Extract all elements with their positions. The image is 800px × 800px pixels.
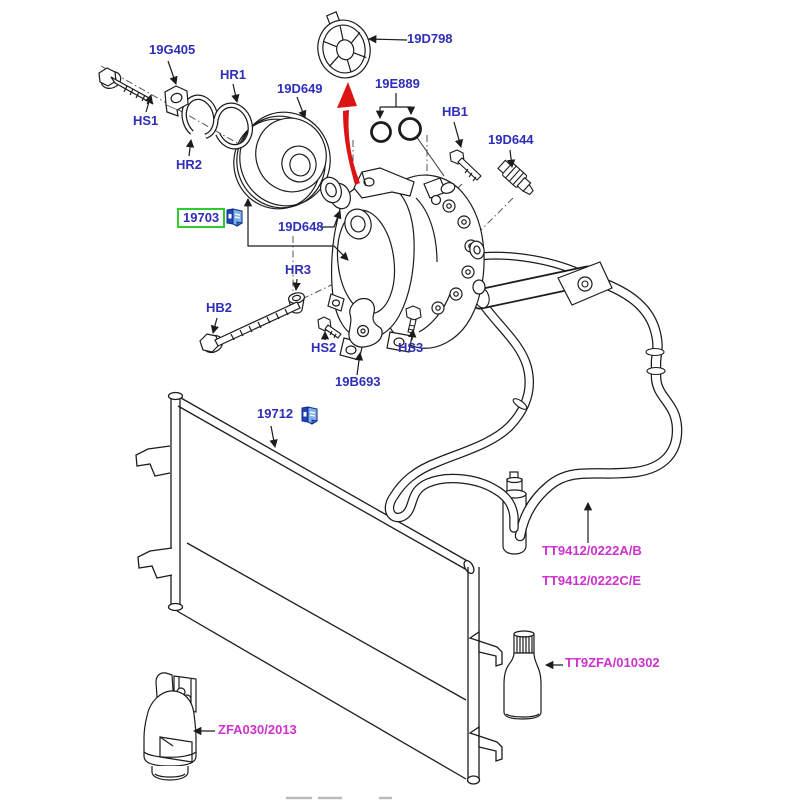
part-label-19D644[interactable]: 19D644 [488,132,534,147]
part-label-HB2[interactable]: HB2 [206,300,233,315]
part-label-HB1[interactable]: HB1 [442,104,469,119]
clutch-pulley [233,111,331,210]
pulley-nut [164,85,189,117]
o-rings [370,117,422,143]
note-clip-icon[interactable] [301,404,319,425]
bolt-hs2 [317,316,342,339]
part-label-HR3[interactable]: HR3 [285,262,312,277]
part-label-19D648[interactable]: 19D648 [278,219,324,234]
bolt-hb1 [449,149,482,182]
bolt-hs1 [98,67,154,105]
part-label-TT9412-0222A-B[interactable]: TT9412/0222A/B [542,543,642,558]
part-label-19D798[interactable]: 19D798 [407,31,453,46]
part-label-19712[interactable]: 19712 [257,406,294,421]
part-label-HS3[interactable]: HS3 [398,340,424,355]
note-clip-icon[interactable] [226,206,244,227]
bolt-hb2 [199,301,301,354]
mount-bracket [348,297,383,348]
refrigerant-canister [143,672,197,781]
clutch-plate-fan [317,11,371,79]
part-label-19D649[interactable]: 19D649 [277,81,323,96]
pulley-bearing [320,176,351,210]
part-label-ZFA030-2013[interactable]: ZFA030/2013 [218,722,297,737]
part-label-19B693[interactable]: 19B693 [335,374,381,389]
part-label-TT9ZFA-010302[interactable]: TT9ZFA/010302 [565,655,660,670]
part-label-HS2[interactable]: HS2 [311,340,337,355]
snap-rings [181,94,254,150]
part-label-TT9412-0222C-E[interactable]: TT9412/0222C/E [542,573,642,588]
part-label-HS1[interactable]: HS1 [133,113,159,128]
part-label-HR1[interactable]: HR1 [220,67,247,82]
pressure-switch [497,159,534,196]
part-label-19703[interactable]: 19703 [177,208,226,228]
leader-lines [144,34,593,736]
part-label-19G405[interactable]: 19G405 [149,42,196,57]
part-label-HR2[interactable]: HR2 [176,157,203,172]
ac-hose-assembly [384,251,683,542]
compressor-body [327,167,486,361]
oring-link-line [415,135,445,177]
part-label-19E889[interactable]: 19E889 [375,76,420,91]
condenser [135,391,503,785]
oil-bottle [503,630,542,720]
red-direction-arrow [337,82,360,185]
